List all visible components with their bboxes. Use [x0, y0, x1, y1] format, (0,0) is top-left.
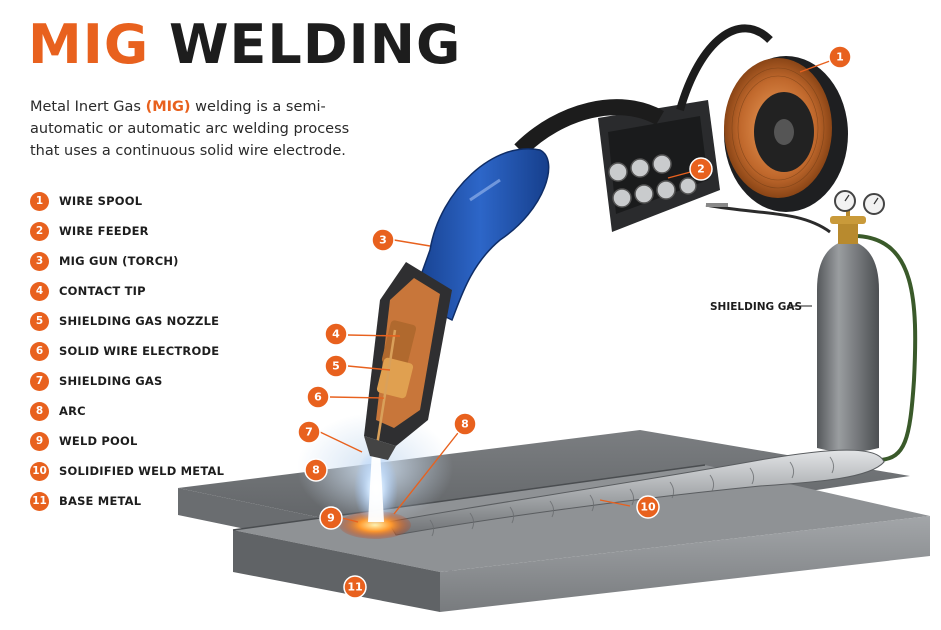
legend-number: 10: [30, 461, 49, 481]
legend-label: ARC: [59, 404, 86, 418]
callout-arc-secondary: 8: [453, 412, 477, 436]
arc: [368, 450, 384, 522]
shielding-gas-label: SHIELDING GAS: [710, 301, 802, 313]
legend-label: WELD POOL: [59, 434, 138, 448]
callout-shielding-gas: 7: [297, 420, 321, 444]
callout-leaders: [319, 57, 839, 523]
callout-number: 8: [461, 418, 469, 431]
legend-label: CONTACT TIP: [59, 284, 146, 298]
legend-label: WIRE FEEDER: [59, 224, 149, 238]
callout-wire-feeder: 2: [689, 157, 713, 181]
callout-wire-spool: 1: [828, 45, 852, 69]
legend-item-gas-nozzle: 5 SHIELDING GAS NOZZLE: [30, 306, 224, 336]
callout-mig-gun: 3: [371, 228, 395, 252]
title-mig: MIG: [28, 13, 150, 76]
wire-feeder: [598, 100, 728, 232]
legend-number: 6: [30, 341, 49, 361]
description-text-start: Metal Inert Gas: [30, 99, 146, 115]
legend-item-wire-electrode: 6 SOLID WIRE ELECTRODE: [30, 336, 224, 366]
callout-number: 5: [332, 360, 340, 373]
legend-item-weld-pool: 9 WELD POOL: [30, 426, 224, 456]
callout-number: 1: [836, 51, 844, 64]
description-text-end: welding is a semi-automatic or automatic…: [30, 99, 350, 159]
base-metal: [178, 430, 930, 612]
legend-label: SOLID WIRE ELECTRODE: [59, 344, 220, 358]
legend-label: SHIELDING GAS: [59, 374, 163, 388]
description: Metal Inert Gas (MIG) welding is a semi-…: [30, 96, 380, 162]
legend-number: 5: [30, 311, 49, 331]
page-title: MIG WELDING: [28, 18, 461, 72]
legend-number: 4: [30, 281, 49, 301]
callout-gas-nozzle: 5: [324, 354, 348, 378]
gas-cylinder: [817, 190, 885, 452]
callout-number: 6: [314, 391, 322, 404]
callout-arc: 8: [304, 458, 328, 482]
weld-bead: [387, 449, 885, 536]
title-welding: WELDING: [168, 13, 462, 76]
callout-number: 2: [697, 163, 705, 176]
legend-item-arc: 8 ARC: [30, 396, 224, 426]
torch-cable: [514, 99, 664, 156]
callout-number: 3: [379, 234, 387, 247]
callout-base-metal: 11: [343, 575, 367, 599]
gas-hose-to-feeder: [705, 203, 831, 234]
legend-item-shielding-gas: 7 SHIELDING GAS: [30, 366, 224, 396]
legend-item-mig-gun: 3 MIG GUN (TORCH): [30, 246, 224, 276]
legend-item-base-metal: 11 BASE METAL: [30, 486, 224, 516]
callout-number: 8: [312, 464, 320, 477]
legend-label: MIG GUN (TORCH): [59, 254, 179, 268]
legend-label: WIRE SPOOL: [59, 194, 143, 208]
legend-number: 11: [30, 491, 49, 511]
legend-number: 1: [30, 191, 49, 211]
legend-item-wire-spool: 1 WIRE SPOOL: [30, 186, 224, 216]
callout-number: 11: [347, 581, 362, 594]
mig-gun: [364, 148, 550, 460]
callout-number: 4: [332, 328, 340, 341]
legend-number: 7: [30, 371, 49, 391]
legend-item-wire-feeder: 2 WIRE FEEDER: [30, 216, 224, 246]
legend-item-contact-tip: 4 CONTACT TIP: [30, 276, 224, 306]
callout-number: 9: [327, 512, 335, 525]
gas-hose: [857, 234, 918, 462]
legend-number: 2: [30, 221, 49, 241]
legend-label: BASE METAL: [59, 494, 142, 508]
callout-weld-pool: 9: [319, 506, 343, 530]
wire-electrode: [374, 329, 397, 453]
component-legend: 1 WIRE SPOOL 2 WIRE FEEDER 3 MIG GUN (TORCH…: [30, 186, 224, 516]
callout-number: 10: [640, 501, 656, 514]
legend-number: 3: [30, 251, 49, 271]
callout-wire-electrode: 6: [306, 385, 330, 409]
legend-number: 8: [30, 401, 49, 421]
weld-ripples: [429, 456, 835, 537]
legend-item-solidified-weld: 10 SOLIDIFIED WELD METAL: [30, 456, 224, 486]
callout-contact-tip: 4: [324, 322, 348, 346]
legend-number: 9: [30, 431, 49, 451]
wire-spool: [724, 56, 848, 212]
legend-label: SHIELDING GAS NOZZLE: [59, 314, 220, 328]
legend-label: SOLIDIFIED WELD METAL: [59, 464, 225, 478]
description-highlight: (MIG): [145, 99, 191, 115]
callout-number: 7: [305, 426, 313, 439]
feeder-cable: [676, 24, 773, 112]
callout-solidified-weld: 10: [636, 495, 660, 519]
